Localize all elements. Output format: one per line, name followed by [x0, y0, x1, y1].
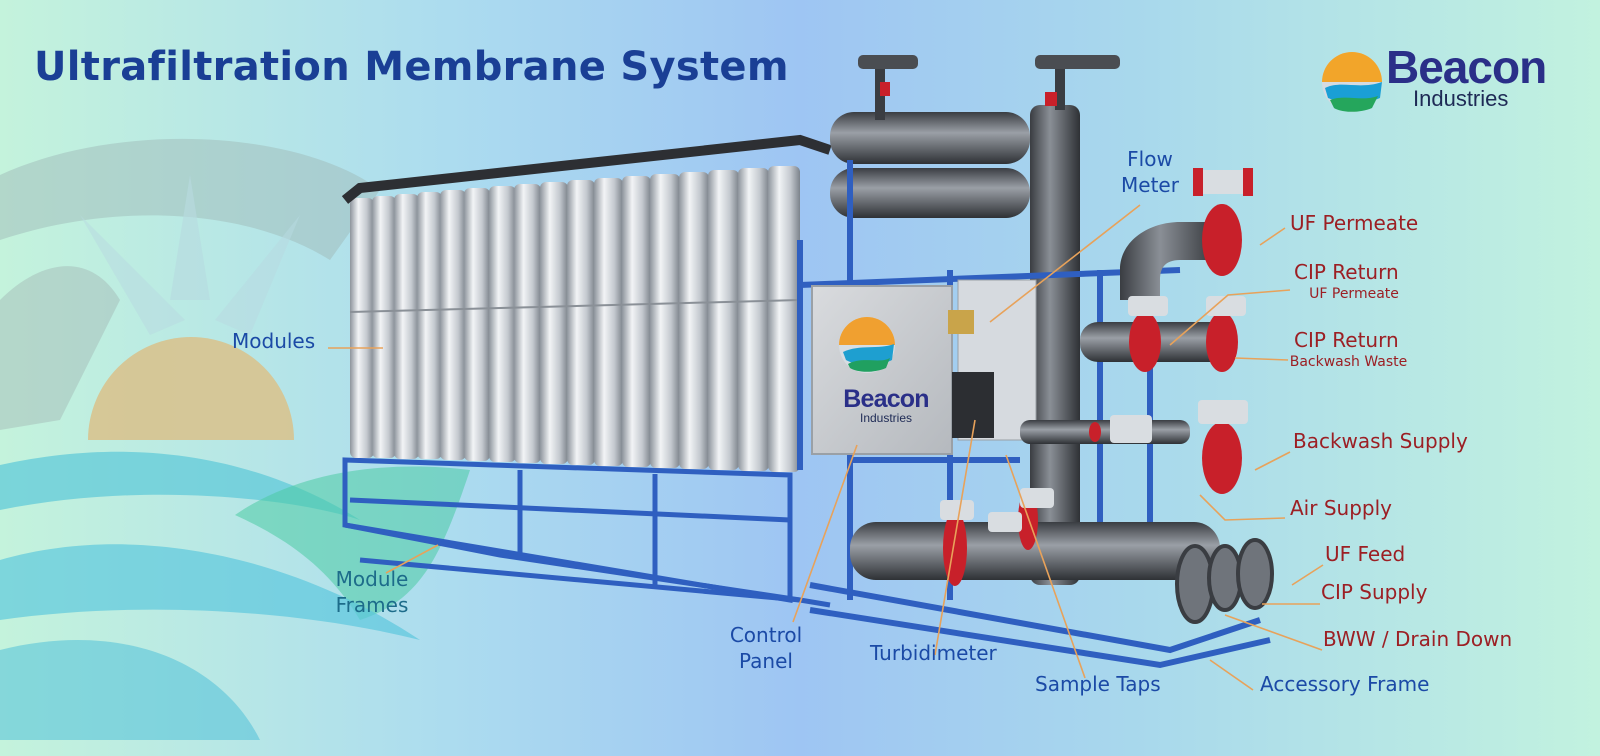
leader-cip-return-2 [1234, 357, 1289, 361]
leader-backwash-supply [1254, 451, 1291, 471]
label-sample-taps: Sample Taps [1035, 672, 1161, 696]
label-cip-return-backwash-sub: Backwash Waste [1289, 354, 1408, 370]
leader-control-panel [792, 444, 858, 623]
label-control-panel: Control Panel [720, 622, 812, 675]
panel-brand-name: Beacon [843, 385, 929, 413]
leader-bww-drain [1224, 614, 1323, 651]
label-flow-meter-line-1: Flow [1127, 147, 1173, 171]
label-uf-feed: UF Feed [1325, 542, 1406, 566]
leader-lines [328, 204, 1324, 691]
membrane-modules-art [341, 134, 832, 472]
label-cip-supply: CIP Supply [1321, 580, 1428, 604]
leader-accessory-frame [1209, 659, 1254, 691]
label-bww-drain-down: BWW / Drain Down [1323, 627, 1513, 651]
label-control-panel-line-2: Panel [739, 649, 793, 674]
label-cip-return-backwash: CIP Return [1294, 328, 1399, 352]
leader-uf-permeate [1259, 227, 1286, 246]
panel-brand-tagline: Industries [859, 411, 913, 425]
header-pipes-art [830, 55, 1120, 585]
brand-tagline: Industries [1413, 86, 1509, 111]
module-frames-art [342, 457, 831, 608]
page-title: Ultrafiltration Membrane System [34, 44, 789, 90]
label-module-frames: Module Frames [322, 566, 422, 619]
label-control-panel-line-1: Control [729, 623, 803, 647]
label-uf-permeate: UF Permeate [1290, 211, 1419, 235]
label-flow-meter-line-2: Meter [1121, 173, 1179, 198]
background-sun-graphic [0, 138, 470, 740]
beacon-logo-mark-icon [1322, 52, 1382, 112]
leader-module-frames [385, 544, 439, 574]
leader-cip-return-1 [1169, 289, 1291, 346]
label-cip-return-permeate-sub: UF Permeate [1309, 286, 1399, 302]
label-backwash-supply: Backwash Supply [1293, 429, 1468, 453]
label-cip-return-permeate: CIP Return [1294, 260, 1399, 284]
label-accessory-frame: Accessory Frame [1260, 672, 1430, 696]
brand-name: Beacon [1386, 41, 1547, 93]
leader-air-supply [1199, 494, 1286, 521]
leader-sample-taps [1005, 454, 1086, 679]
instrument-panel-art [948, 279, 1037, 441]
label-turbidimeter: Turbidimeter [870, 641, 997, 665]
leader-turbidimeter [934, 419, 976, 656]
right-valves-art [940, 168, 1253, 532]
leader-uf-feed [1291, 564, 1324, 586]
control-panel-art [811, 285, 953, 455]
label-flow-meter: Flow Meter [1110, 146, 1190, 199]
leader-flow-meter [989, 204, 1141, 323]
label-module-frames-line-2: Frames [335, 593, 409, 618]
label-air-supply: Air Supply [1290, 496, 1392, 520]
label-module-frames-line-1: Module [335, 567, 409, 591]
label-modules: Modules [232, 329, 316, 353]
